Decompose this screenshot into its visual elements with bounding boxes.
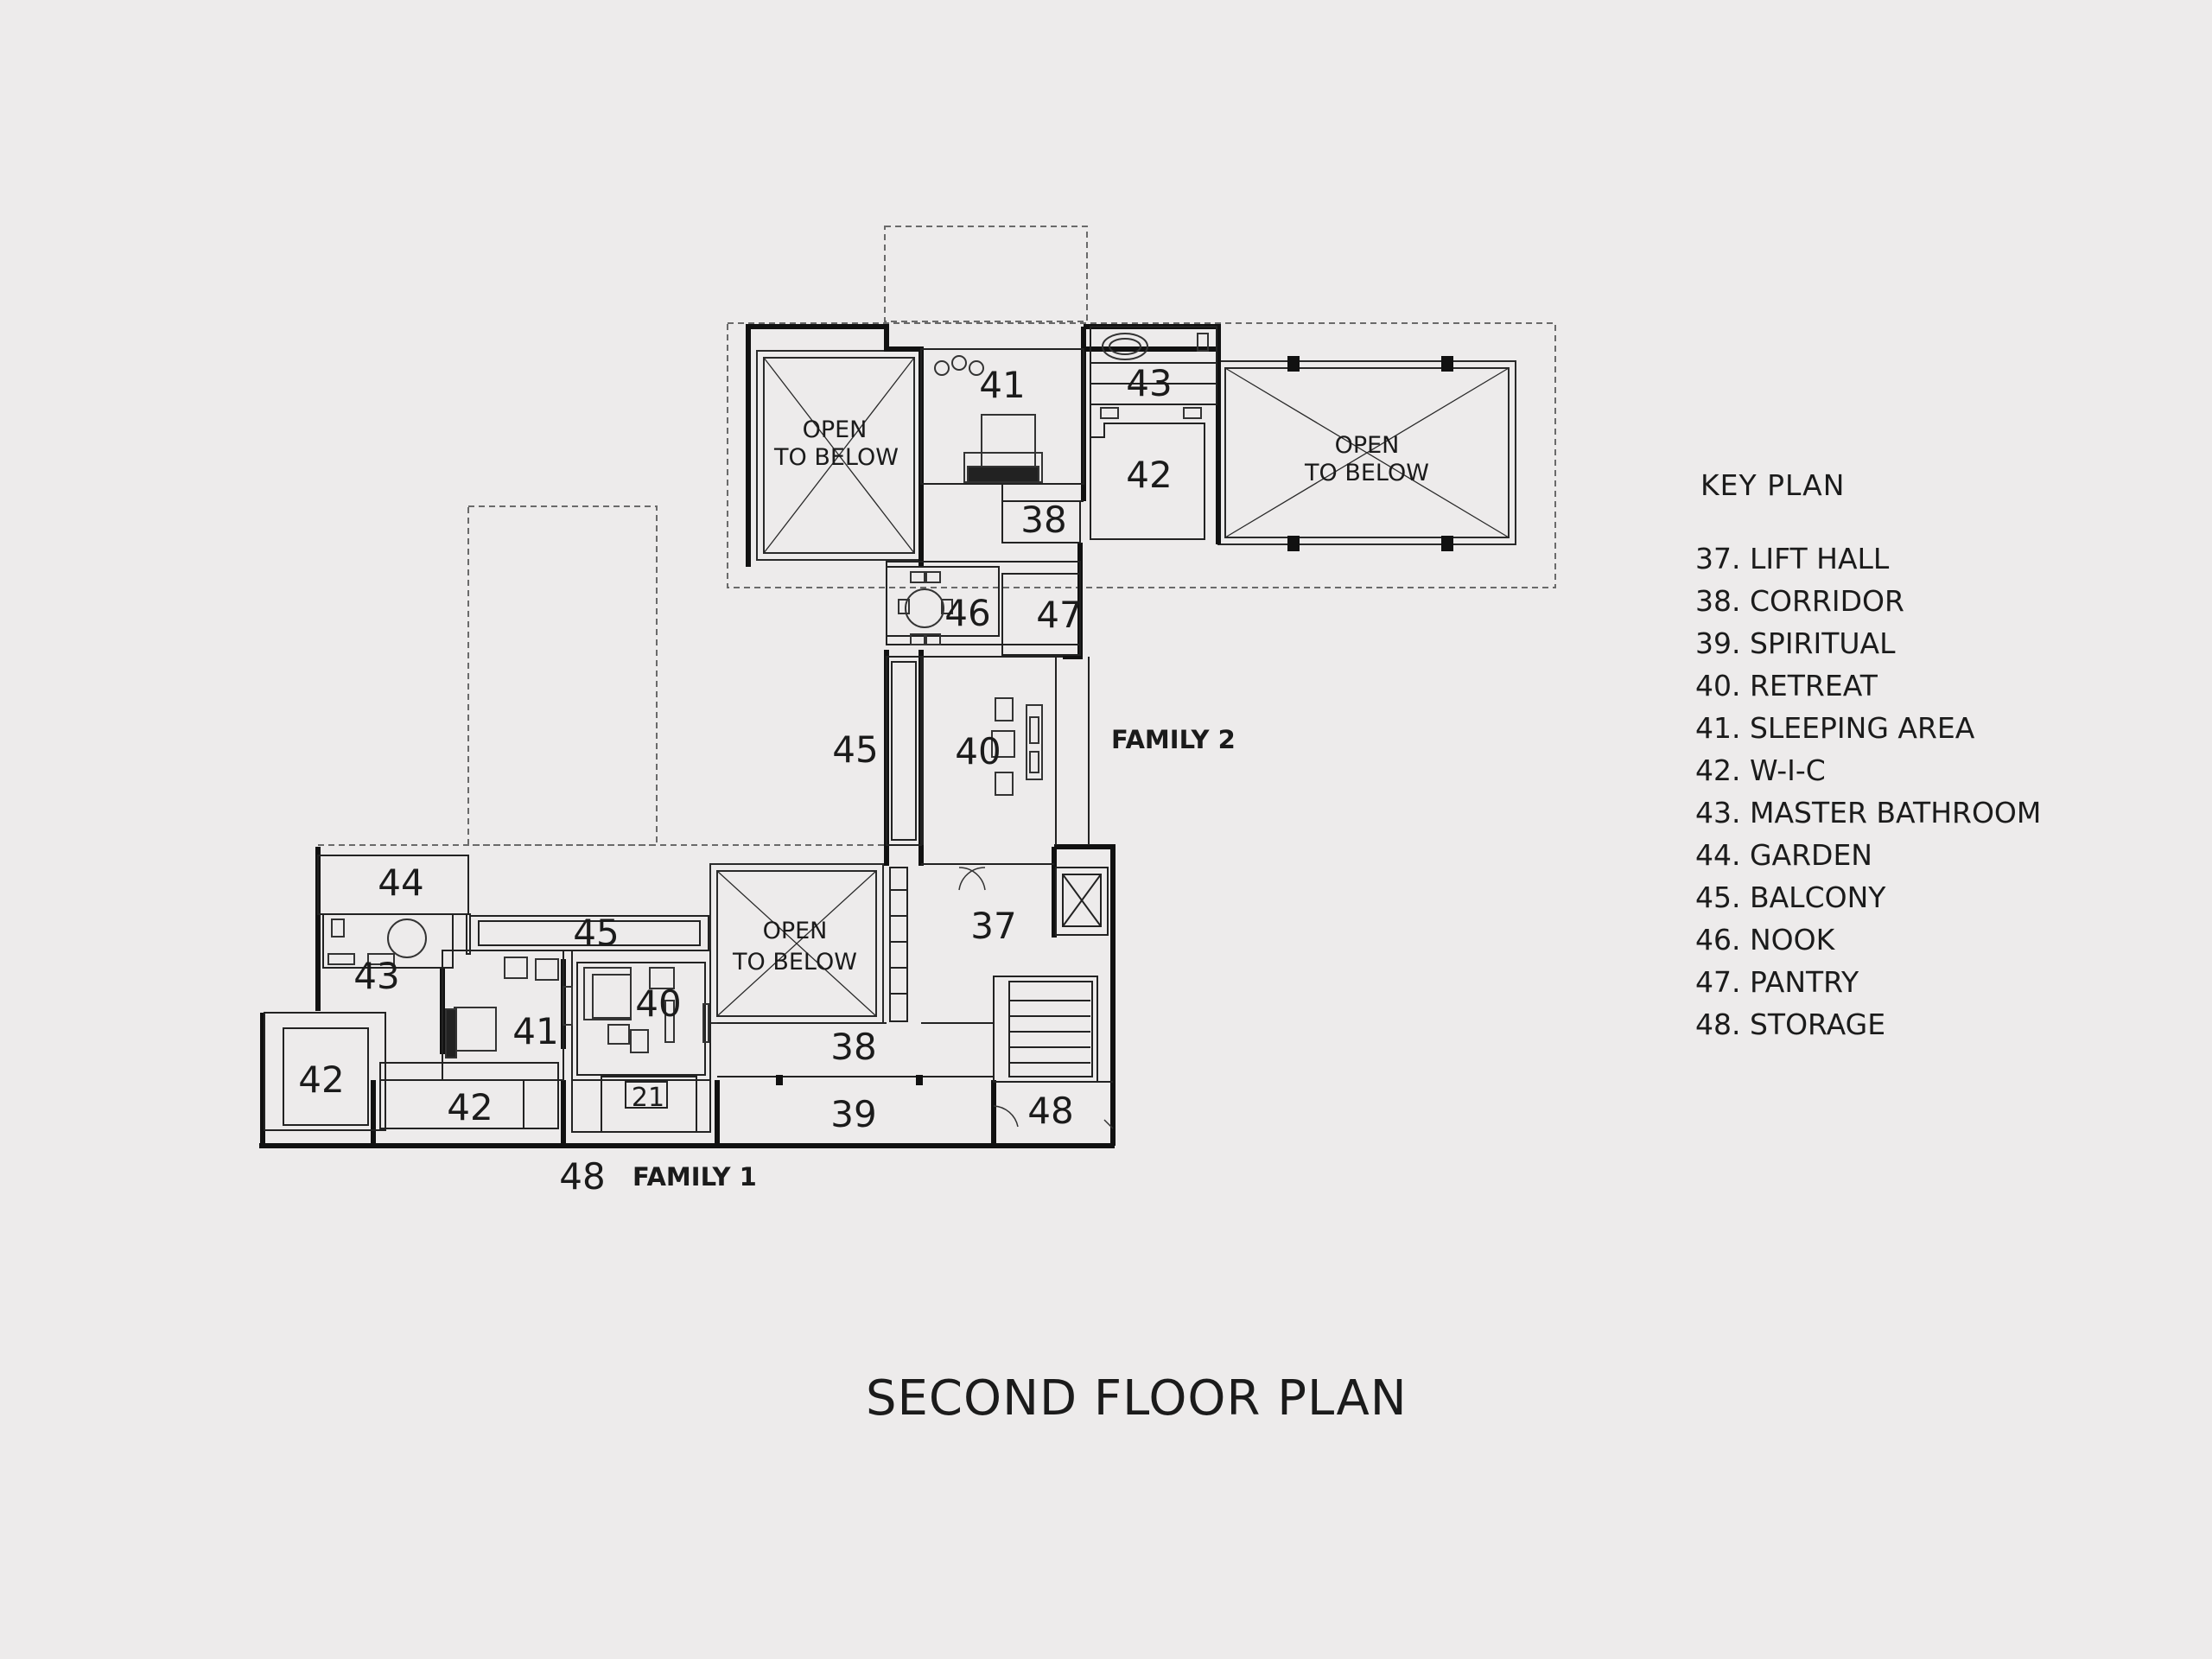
room-number: 48 xyxy=(559,1155,605,1198)
furniture xyxy=(327,333,1209,1058)
family-labels: FAMILY 2 FAMILY 1 xyxy=(632,725,1236,1192)
family-1-label: FAMILY 1 xyxy=(632,1162,757,1192)
room-number: 42 xyxy=(447,1086,493,1128)
room-number: 43 xyxy=(353,955,399,997)
key-item: 41. SLEEPING AREA xyxy=(1695,711,1975,745)
open-label-sw: OPEN xyxy=(763,918,828,944)
plan-title: SECOND FLOOR PLAN xyxy=(866,1370,1408,1427)
room-number: 44 xyxy=(378,861,423,904)
dashed-outlines xyxy=(318,226,1556,846)
open-sub-nw: TO BELOW xyxy=(773,444,899,471)
key-item: 39. SPIRITUAL xyxy=(1695,626,1896,660)
room-number: 37 xyxy=(970,905,1016,947)
key-plan-list: 37. LIFT HALL 38. CORRIDOR 39. SPIRITUAL… xyxy=(1695,537,2041,1046)
open-label-ne: OPEN xyxy=(1335,432,1400,459)
key-item: 48. STORAGE xyxy=(1695,1007,1886,1041)
room-number: 41 xyxy=(979,364,1025,406)
room-number: 38 xyxy=(830,1026,876,1068)
room-number: 42 xyxy=(298,1058,344,1101)
room-number: 45 xyxy=(573,912,619,954)
room-number: 43 xyxy=(1126,362,1172,404)
room-number: 47 xyxy=(1036,594,1082,636)
key-item: 47. PANTRY xyxy=(1695,965,1859,999)
key-item: 42. W-I-C xyxy=(1695,753,1826,787)
door-swings xyxy=(958,867,1114,1129)
room-number: 40 xyxy=(955,730,1001,772)
room-number: 48 xyxy=(1027,1090,1073,1132)
key-item: 43. MASTER BATHROOM xyxy=(1695,796,2042,830)
key-item: 40. RETREAT xyxy=(1695,669,1878,702)
open-sub-ne: TO BELOW xyxy=(1304,460,1429,486)
key-item: 44. GARDEN xyxy=(1695,838,1872,872)
key-plan-title: KEY PLAN xyxy=(1700,468,1846,502)
room-number: 45 xyxy=(832,728,878,771)
key-item: 38. CORRIDOR xyxy=(1695,584,1904,618)
interior-lines xyxy=(264,326,1217,1133)
open-to-below-labels: OPEN TO BELOW OPEN TO BELOW OPEN TO BELO… xyxy=(732,416,1429,976)
room-number: 46 xyxy=(944,592,990,634)
key-item: 45. BALCONY xyxy=(1695,880,1886,914)
key-item: 46. NOOK xyxy=(1695,923,1835,957)
family-2-label: FAMILY 2 xyxy=(1111,725,1236,754)
columns xyxy=(776,356,1453,1085)
key-item: 37. LIFT HALL xyxy=(1695,542,1890,575)
room-number: 39 xyxy=(830,1093,876,1135)
room-number: 42 xyxy=(1126,454,1172,496)
room-number: 41 xyxy=(512,1010,558,1052)
room-number: 40 xyxy=(635,982,681,1025)
open-sub-sw: TO BELOW xyxy=(732,949,857,976)
room-numbers: 41 43 42 38 46 47 45 40 44 45 43 40 41 3… xyxy=(298,362,1172,1198)
room-number: 38 xyxy=(1020,499,1066,541)
room-number: 21 xyxy=(632,1083,664,1113)
open-label-nw: OPEN xyxy=(803,416,868,443)
